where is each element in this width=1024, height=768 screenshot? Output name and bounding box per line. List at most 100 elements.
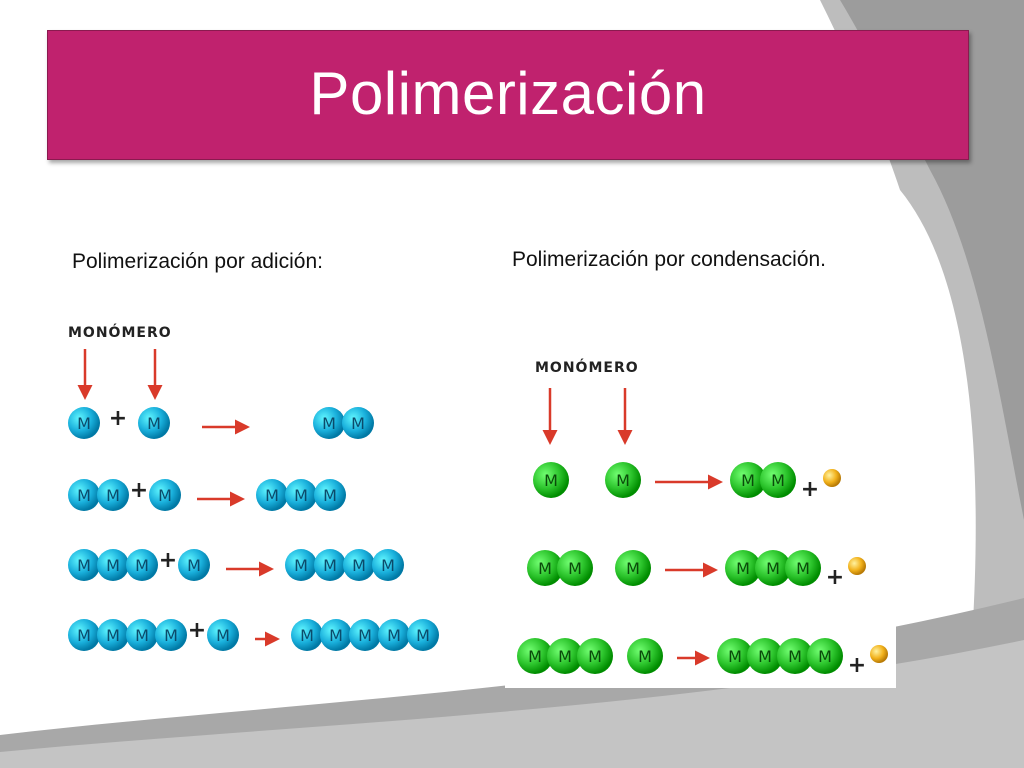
monomer-circle [777, 638, 813, 674]
monomer-circle [155, 619, 187, 651]
monomer-ball: M [777, 638, 813, 674]
plus-sign: + [826, 565, 844, 590]
monomer-ball: M [313, 407, 345, 439]
monomer-letter: M [538, 559, 552, 578]
monomer-ball: M [547, 638, 583, 674]
monomer-ball: M [349, 619, 381, 651]
monomer-ball: M [747, 638, 783, 674]
monomer-letter: M [568, 559, 582, 578]
monomer-ball: M [97, 549, 129, 581]
monomer-circle [149, 479, 181, 511]
condensation-caption: Polimerización por condensación. [512, 248, 827, 271]
monomer-circle [372, 549, 404, 581]
monomer-letter: M [322, 414, 336, 433]
monomer-circle [527, 550, 563, 586]
monomer-letter: M [358, 626, 372, 645]
monomer-circle [138, 407, 170, 439]
background-swoosh-dark [840, 0, 1024, 520]
monomer-letter: M [796, 559, 810, 578]
monomer-ball: M [577, 638, 613, 674]
monomer-letter: M [77, 556, 91, 575]
monomer-ball: M [372, 549, 404, 581]
monomer-ball: M [149, 479, 181, 511]
monomer-ball: M [314, 479, 346, 511]
monomer-ball: M [533, 462, 569, 498]
monomer-circle [760, 462, 796, 498]
monomer-circle [730, 462, 766, 498]
monomer-letter: M [323, 556, 337, 575]
slide-title: Polimerización [309, 59, 707, 127]
monomer-circle [577, 638, 613, 674]
monomer-circle [342, 407, 374, 439]
monomer-letter: M [626, 559, 640, 578]
plus-sign: + [130, 478, 148, 503]
monomer-ball: M [68, 407, 100, 439]
monomer-ball: M [342, 407, 374, 439]
monomer-circle [68, 407, 100, 439]
monomer-letter: M [416, 626, 430, 645]
monomer-ball: M [285, 479, 317, 511]
monomer-ball: M [97, 479, 129, 511]
monomer-letter: M [323, 486, 337, 505]
monomer-circle [755, 550, 791, 586]
monomer-ball: M [68, 619, 100, 651]
monomer-ball: M [378, 619, 410, 651]
monomer-letter: M [736, 559, 750, 578]
monomer-ball: M [285, 549, 317, 581]
monomer-letter: M [106, 626, 120, 645]
monomer-circle [320, 619, 352, 651]
byproduct-ball [870, 645, 888, 663]
plus-sign: + [188, 618, 206, 643]
monomer-letter: M [616, 471, 630, 490]
monomer-ball: M [407, 619, 439, 651]
monomer-letter: M [329, 626, 343, 645]
monomer-letter: M [300, 626, 314, 645]
monomer-ball: M [517, 638, 553, 674]
monomer-circle [557, 550, 593, 586]
monomer-letter: M [158, 486, 172, 505]
monomer-circle [313, 407, 345, 439]
monomer-letter: M [528, 647, 542, 666]
monomer-ball: M [760, 462, 796, 498]
monomer-circle [725, 550, 761, 586]
monomer-ball: M [725, 550, 761, 586]
monomer-ball: M [605, 462, 641, 498]
monomer-letter: M [788, 647, 802, 666]
monomer-label: MONÓMERO [535, 358, 639, 376]
monomer-circle [285, 549, 317, 581]
byproduct-ball [848, 557, 866, 575]
monomer-ball: M [68, 479, 100, 511]
monomer-letter: M [558, 647, 572, 666]
monomer-ball: M [314, 549, 346, 581]
monomer-letter: M [818, 647, 832, 666]
title-banner: Polimerización [47, 30, 969, 160]
monomer-letter: M [771, 471, 785, 490]
monomer-ball: M [557, 550, 593, 586]
monomer-letter: M [351, 414, 365, 433]
monomer-circle [747, 638, 783, 674]
monomer-circle [97, 479, 129, 511]
monomer-ball: M [155, 619, 187, 651]
monomer-letter: M [135, 626, 149, 645]
monomer-letter: M [294, 486, 308, 505]
monomer-ball: M [627, 638, 663, 674]
monomer-circle [285, 479, 317, 511]
monomer-circle [547, 638, 583, 674]
monomer-circle [378, 619, 410, 651]
monomer-ball: M [138, 407, 170, 439]
monomer-letter: M [147, 414, 161, 433]
monomer-letter: M [638, 647, 652, 666]
monomer-letter: M [106, 556, 120, 575]
monomer-letter: M [216, 626, 230, 645]
monomer-label: MONÓMERO [68, 323, 172, 341]
monomer-ball: M [755, 550, 791, 586]
monomer-circle [97, 619, 129, 651]
monomer-letter: M [741, 471, 755, 490]
monomer-letter: M [387, 626, 401, 645]
monomer-circle [178, 549, 210, 581]
monomer-ball: M [97, 619, 129, 651]
